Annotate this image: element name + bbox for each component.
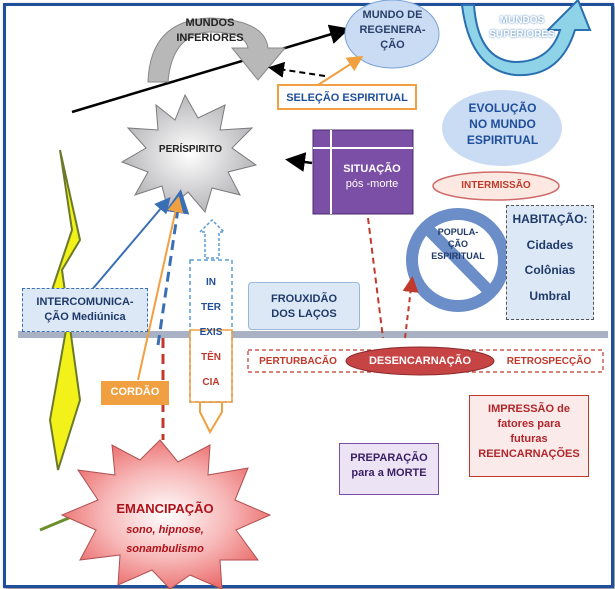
dashed-arrow-to-inferiores	[268, 61, 326, 78]
emancipacao-sub: sono, hipnose,sonambulismo	[126, 524, 204, 555]
ground-line	[18, 331, 608, 338]
superiores-curved-arrow	[460, 0, 592, 77]
regeneracao-ellipse	[344, 0, 440, 69]
evolution-line	[71, 24, 350, 114]
habitacao-item: Colônias	[524, 263, 576, 278]
desencarnacao-label: DESENCARNAÇÃO	[368, 355, 472, 367]
emancipacao-starburst	[60, 439, 272, 589]
blue-dashed-arrow	[156, 189, 190, 346]
selecao-espiritual-label: SELEÇÃO ESPIRITUAL	[286, 92, 408, 104]
selecao-espiritual-box: SELEÇÃO ESPIRITUAL	[277, 84, 417, 110]
habitacao-box: HABITAÇÃO: Cidades Colônias Umbral	[506, 205, 594, 320]
retrospeccao-label: RETROSPECÇÃO	[506, 356, 592, 367]
cordao-line	[137, 196, 184, 381]
inferiores-curved-arrow	[147, 17, 287, 83]
intermissao-ellipse	[432, 171, 560, 201]
red-dashed-populacao	[402, 276, 419, 339]
situacao-box	[312, 129, 414, 215]
diagram-frame	[3, 3, 614, 588]
cordao-box: CORDÃO	[101, 381, 169, 405]
emancipacao-title: EMANCIPAÇÃO	[116, 501, 214, 516]
evolucao-ellipse	[442, 90, 562, 166]
habitacao-item: Umbral	[529, 288, 571, 303]
habitacao-title: HABITAÇÃO:	[512, 212, 588, 226]
desencarnacao-ellipse	[345, 346, 495, 376]
red-dashed-situacao	[367, 217, 384, 339]
perispirito-label: PERÍSPIRITO	[158, 144, 223, 155]
cordao-label: CORDÃO	[110, 386, 160, 398]
situacao-arrow	[285, 152, 313, 172]
interexistencia-label: IN TER EXIS TÊN CIA	[199, 277, 223, 388]
selecao-arrow	[317, 55, 364, 86]
intercomunicacao-box: INTERCOMUNICA-ÇÃO Mediúnica	[22, 288, 148, 332]
habitacao-item: Cidades	[526, 238, 574, 253]
intermissao-label: INTERMISSÃO	[461, 180, 531, 191]
perturbacao-label: PERTURBACÃO	[259, 356, 337, 367]
intercom-arrow	[89, 196, 171, 293]
interexistencia-up-arrow	[198, 218, 226, 259]
interexistencia-down-arrow	[199, 401, 223, 435]
